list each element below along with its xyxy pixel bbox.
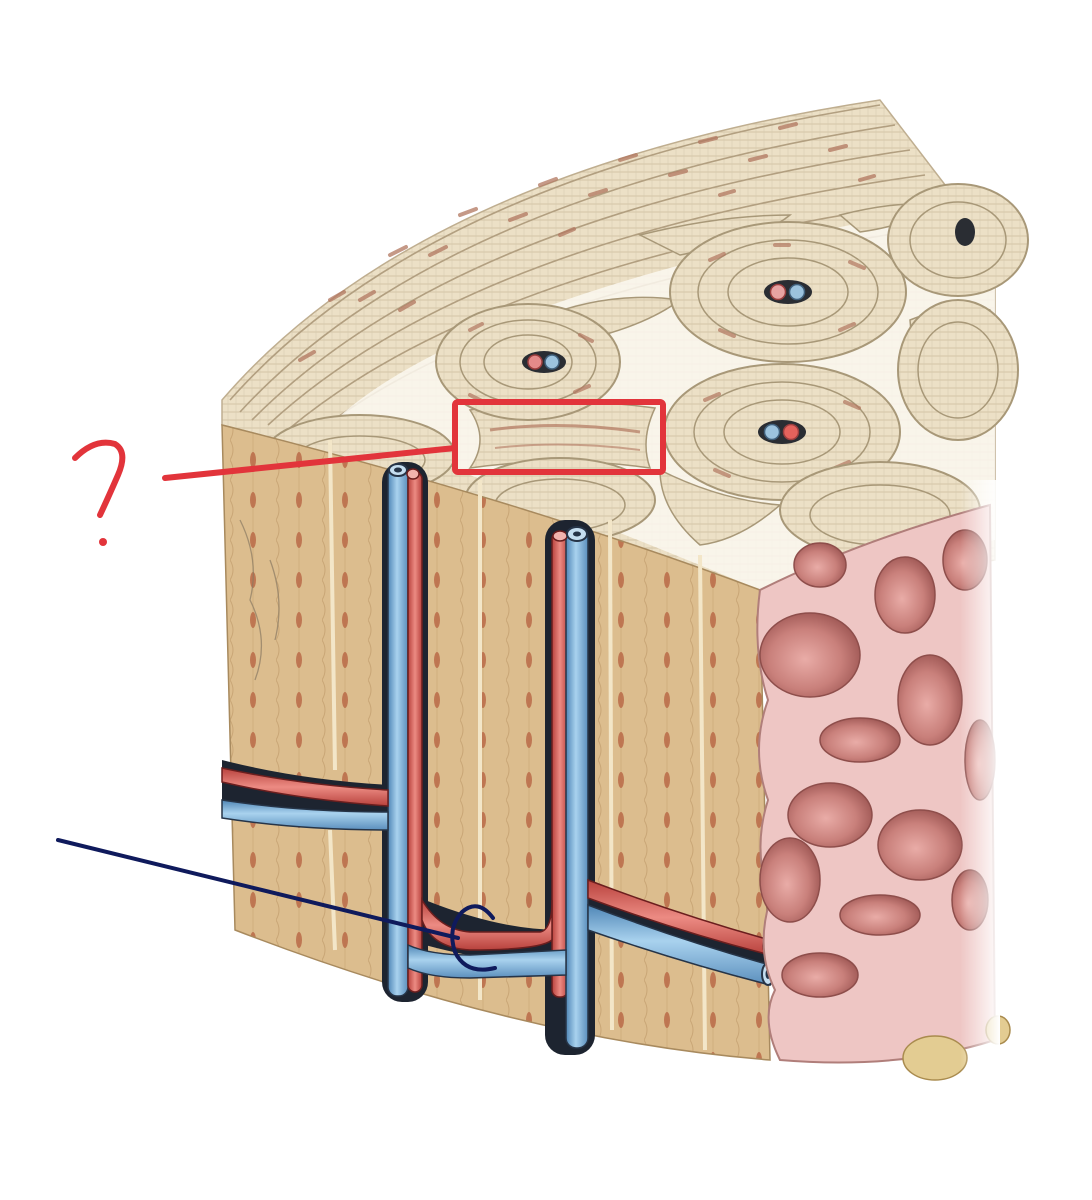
- vein-right: [565, 527, 589, 1049]
- spongy-bone: [756, 480, 1011, 1081]
- outer-lacunae: [298, 122, 876, 362]
- vein-connector: [407, 943, 567, 979]
- vein-left: [387, 465, 409, 997]
- artery-branch-left: [221, 767, 389, 807]
- circumferential-lamellae: [229, 104, 956, 431]
- blue-hook-icon: [450, 904, 497, 972]
- osteon-4: [887, 183, 1029, 297]
- artery-left: [407, 471, 423, 993]
- osteon-1: [435, 303, 621, 421]
- annotation-layer: [56, 399, 666, 972]
- highlight-box: [452, 399, 666, 475]
- osteon-2: [669, 221, 907, 363]
- red-leader-line: [162, 445, 458, 481]
- osteon-5: [897, 299, 1019, 441]
- question-mark-icon: [72, 439, 126, 518]
- question-mark-dot: [99, 538, 107, 546]
- blue-leader-line: [56, 838, 460, 940]
- vein-branch-left: [221, 799, 389, 831]
